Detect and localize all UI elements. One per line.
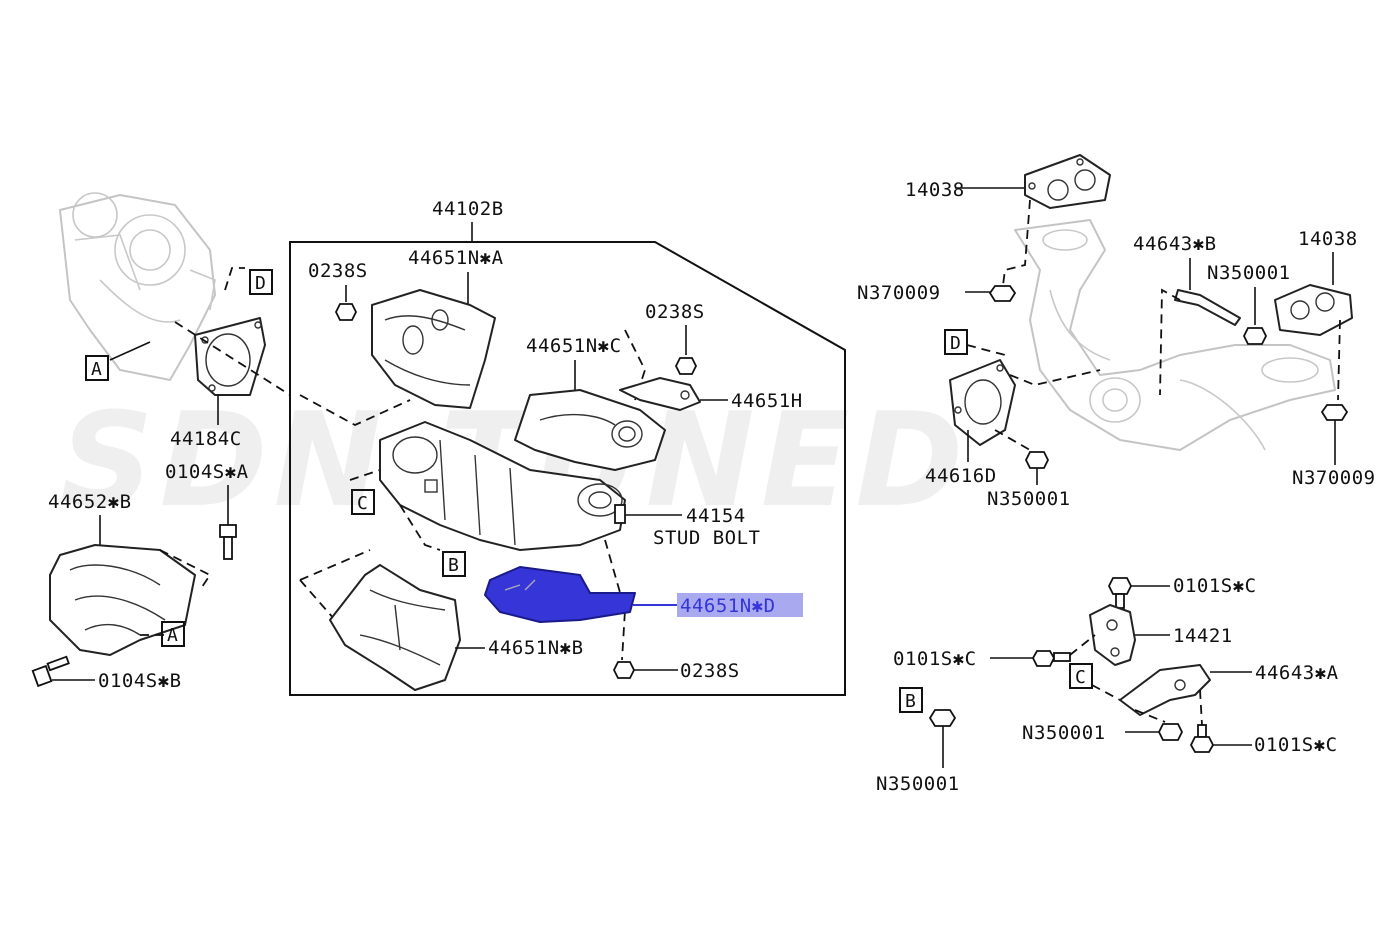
nut-n350001-d — [928, 709, 957, 727]
bolt-0101s-c-c — [1189, 724, 1215, 753]
bolt-0101s-c-a — [1107, 577, 1133, 609]
heat-shield-44651n-b — [329, 564, 461, 691]
label-44616d: 44616D — [925, 465, 997, 487]
label-44643-b: 44643✱B — [1133, 233, 1217, 255]
bracket-14421 — [1089, 604, 1136, 666]
label-44643-a: 44643✱A — [1255, 662, 1339, 684]
label-44651h: 44651H — [731, 390, 803, 412]
ref-box-b-mid — [442, 551, 466, 577]
label-n350001-c: N350001 — [1022, 722, 1106, 744]
label-44651n-a: 44651N✱A — [408, 247, 504, 269]
label-0104s-a: 0104S✱A — [165, 461, 249, 483]
nut-0238s-c — [612, 661, 636, 679]
label-0101s-c-a: 0101S✱C — [1173, 575, 1257, 597]
label-44651n-b: 44651N✱B — [488, 637, 584, 659]
heat-shield-44651n-c — [514, 389, 666, 471]
ref-box-d-right — [944, 329, 968, 355]
label-44184c: 44184C — [170, 428, 242, 450]
ref-box-b-right — [899, 687, 923, 713]
nut-0238s-b — [674, 357, 698, 375]
nut-0238s-a — [334, 303, 358, 321]
nut-n370009-a — [988, 285, 1017, 302]
ref-letter-b-mid: B — [448, 555, 459, 576]
label-0238s-a: 0238S — [308, 260, 368, 282]
heat-shield-44651n-d — [484, 566, 636, 623]
highlight-box-44651n-d — [677, 593, 803, 617]
nut-n350001-a — [1242, 327, 1268, 345]
bracket-44651h — [619, 377, 701, 411]
label-n350001-b: N350001 — [987, 488, 1071, 510]
ref-box-c-mid — [351, 489, 375, 515]
label-0104s-b: 0104S✱B — [98, 670, 182, 692]
label-n370009-a: N370009 — [857, 282, 941, 304]
label-44102b: 44102B — [432, 198, 504, 220]
ref-box-c-right — [1069, 663, 1093, 689]
label-stud-bolt: STUD BOLT — [653, 527, 760, 549]
bolt-0104s-a — [219, 524, 237, 560]
ref-box-d-left — [249, 269, 273, 295]
label-14038-b: 14038 — [1298, 228, 1358, 250]
nut-n350001-c — [1157, 723, 1184, 741]
label-0238s-b: 0238S — [645, 301, 705, 323]
ref-box-a-low — [161, 621, 185, 647]
label-44652-b: 44652✱B — [48, 491, 132, 513]
exhaust-manifold-44102b — [379, 421, 626, 551]
ref-letter-c-right: C — [1075, 667, 1086, 688]
turbocharger-ghost — [59, 192, 216, 381]
bracket-44643a — [1119, 664, 1211, 716]
bolt-0104s-b — [31, 655, 70, 688]
ref-letter-d-left: D — [255, 273, 266, 294]
label-14038-a: 14038 — [905, 179, 965, 201]
nut-n370009-b — [1320, 404, 1349, 421]
bolt-0101s-c-b — [1031, 650, 1071, 667]
label-0101s-c-b: 0101S✱C — [893, 648, 977, 670]
heat-shield-44651n-a — [371, 289, 496, 409]
label-44651n-d: 44651N✱D — [680, 595, 776, 617]
ref-box-a-left — [85, 355, 109, 381]
label-14421: 14421 — [1173, 625, 1233, 647]
label-n350001-a: N350001 — [1207, 262, 1291, 284]
label-0238s-c: 0238S — [680, 660, 740, 682]
gasket-14038-b — [1274, 284, 1353, 336]
label-44154: 44154 — [686, 505, 746, 527]
label-n370009-b: N370009 — [1292, 467, 1376, 489]
ref-letter-a-left: A — [91, 359, 102, 380]
gasket-44616d — [949, 359, 1016, 446]
ref-letter-c-mid: C — [357, 493, 368, 514]
label-44651n-c: 44651N✱C — [526, 335, 622, 357]
ref-letter-d-right: D — [950, 333, 961, 354]
ref-letter-b-right: B — [905, 691, 916, 712]
assembly-frame — [289, 241, 846, 696]
label-0101s-c-c: 0101S✱C — [1254, 734, 1338, 756]
heat-shield-44652b — [49, 544, 196, 656]
ref-letter-a-low: A — [167, 625, 178, 646]
y-pipe-ghost — [1014, 219, 1336, 451]
gasket-14038-a — [1024, 154, 1111, 209]
label-n350001-d: N350001 — [876, 773, 960, 795]
stud-bolt-44154 — [614, 504, 626, 524]
bracket-44643b — [1174, 289, 1241, 326]
nut-n350001-b — [1024, 451, 1050, 469]
